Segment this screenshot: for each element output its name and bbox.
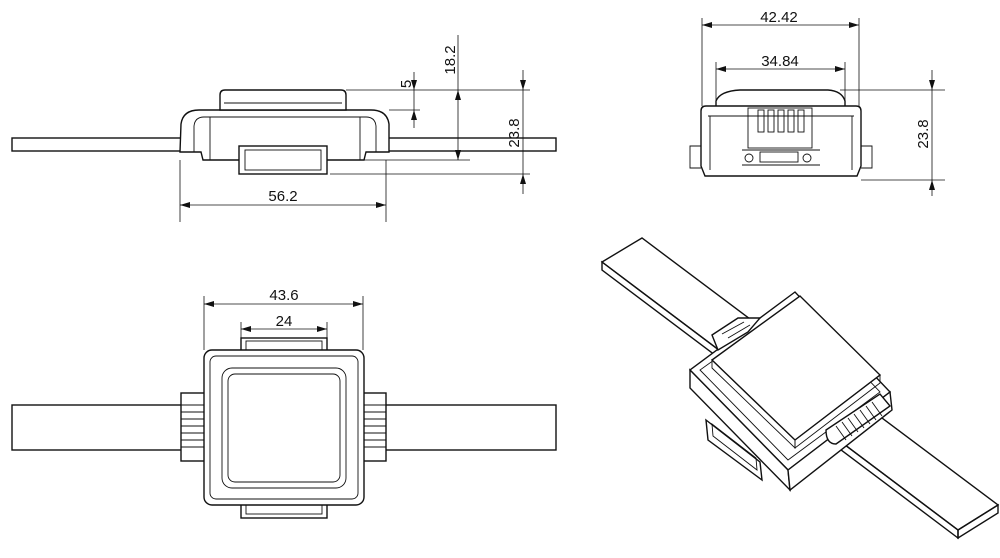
top-view-lens (221, 367, 347, 489)
top-view-right-clamp (361, 392, 387, 462)
side-view-clip (238, 145, 328, 175)
top-view-left-clamp (180, 392, 206, 462)
front-view-connector (747, 107, 813, 149)
isometric-view (600, 237, 1000, 540)
dim-front-total: 23.8 (915, 119, 932, 148)
side-view: 56.2 5 18.2 23.8 (11, 35, 557, 222)
dim-side-width: 56.2 (268, 188, 297, 205)
dim-top-outer: 43.6 (269, 287, 298, 304)
side-view-housing (179, 109, 390, 161)
front-view-housing (700, 105, 862, 177)
dim-front-inner: 34.84 (761, 53, 799, 70)
side-view-lens (219, 89, 347, 111)
dim-side-height: 18.2 (442, 45, 459, 74)
dim-side-total: 23.8 (506, 118, 523, 147)
front-view-lens (715, 89, 846, 109)
iso-side-clip (705, 418, 763, 482)
dim-top-inner: 24 (276, 313, 293, 330)
front-view: 42.42 34.84 23.8 (689, 9, 945, 196)
dim-side-small: 5 (398, 80, 415, 88)
top-view-housing (203, 349, 365, 506)
dim-front-outer: 42.42 (760, 9, 798, 26)
top-view: 43.6 24 (11, 287, 557, 519)
